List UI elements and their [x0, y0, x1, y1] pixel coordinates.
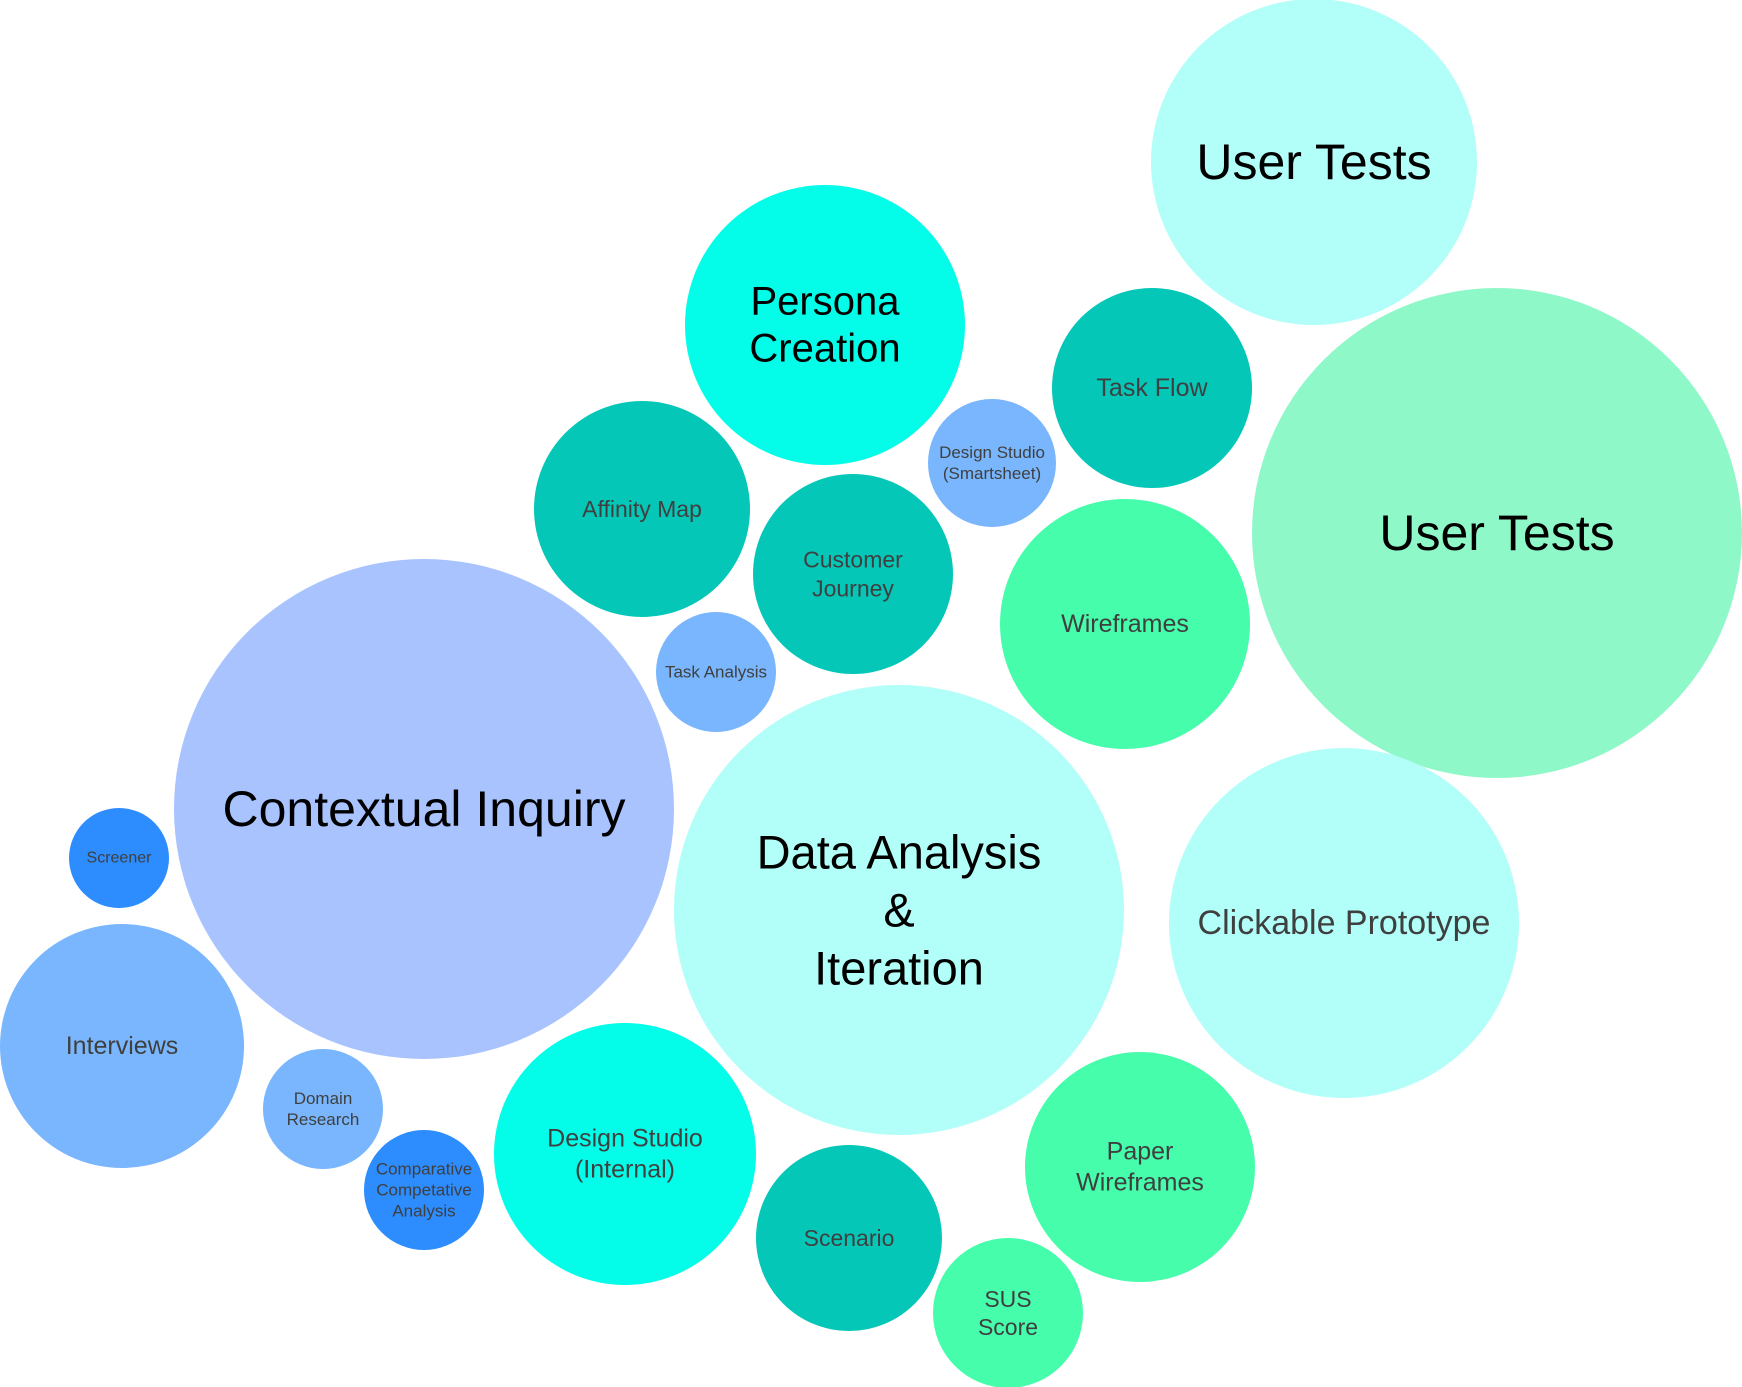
bubble-interviews: Interviews — [0, 924, 244, 1168]
bubble-circle-user-tests-large — [1252, 288, 1742, 778]
bubble-label-data-analysis-iteration: Iteration — [814, 942, 984, 995]
bubble-label-sus-score: SUS — [984, 1286, 1031, 1312]
bubble-circle-paper-wireframes — [1025, 1052, 1255, 1282]
bubble-task-analysis: Task Analysis — [656, 612, 776, 732]
bubble-circle-design-studio-internal — [494, 1023, 756, 1285]
bubble-label-comparative-competative-analysis: Competative — [376, 1181, 471, 1200]
bubble-circle-screener — [69, 808, 169, 908]
bubble-label-persona-creation: Creation — [749, 327, 900, 371]
bubble-user-tests-top: User Tests — [1151, 0, 1477, 325]
bubble-wireframes: Wireframes — [1000, 499, 1250, 749]
bubble-label-contextual-inquiry: Contextual Inquiry — [222, 781, 625, 837]
bubble-label-wireframes: Wireframes — [1061, 610, 1189, 638]
bubble-label-task-analysis: Task Analysis — [665, 663, 767, 682]
bubble-scenario: Scenario — [756, 1145, 942, 1331]
bubble-clickable-prototype: Clickable Prototype — [1169, 748, 1519, 1098]
bubble-circle-affinity-map — [534, 401, 750, 617]
bubble-circle-scenario — [756, 1145, 942, 1331]
bubble-label-domain-research: Research — [287, 1110, 360, 1129]
bubble-label-domain-research: Domain — [294, 1089, 353, 1108]
bubble-label-comparative-competative-analysis: Comparative — [376, 1160, 472, 1179]
bubble-circle-design-studio-smartsheet — [928, 399, 1056, 527]
bubble-circle-domain-research — [263, 1049, 383, 1169]
bubble-label-user-tests-top: User Tests — [1196, 134, 1431, 190]
bubble-circle-clickable-prototype — [1169, 748, 1519, 1098]
bubble-affinity-map: Affinity Map — [534, 401, 750, 617]
bubble-circle-wireframes — [1000, 499, 1250, 749]
bubble-design-studio-smartsheet: Design Studio (Smartsheet) — [928, 399, 1056, 527]
bubble-label-clickable-prototype: Clickable Prototype — [1198, 904, 1491, 942]
bubble-label-persona-creation: Persona — [751, 280, 901, 324]
bubble-task-flow: Task Flow — [1052, 288, 1252, 488]
bubble-circle-persona-creation — [685, 185, 965, 465]
bubble-circle-task-flow — [1052, 288, 1252, 488]
bubble-circle-data-analysis-iteration — [674, 685, 1124, 1135]
bubble-label-customer-journey: Journey — [812, 576, 894, 602]
bubble-label-sus-score: Score — [978, 1314, 1038, 1340]
bubble-circle-task-analysis — [656, 612, 776, 732]
bubble-label-comparative-competative-analysis: Analysis — [392, 1202, 455, 1221]
bubble-circle-user-tests-top — [1151, 0, 1477, 325]
bubble-label-affinity-map: Affinity Map — [582, 496, 702, 522]
bubble-label-interviews: Interviews — [66, 1032, 179, 1060]
bubble-screener: Screener — [69, 808, 169, 908]
bubble-label-customer-journey: Customer — [803, 547, 903, 573]
bubble-design-studio-internal: Design Studio (Internal) — [494, 1023, 756, 1285]
bubble-label-scenario: Scenario — [804, 1225, 895, 1251]
bubble-circle-comparative-competative-analysis — [364, 1130, 484, 1250]
bubble-label-paper-wireframes: Wireframes — [1076, 1169, 1204, 1197]
bubble-contextual-inquiry: Contextual Inquiry — [174, 559, 674, 1059]
bubble-circle-customer-journey — [753, 474, 953, 674]
bubble-circle-interviews — [0, 924, 244, 1168]
bubble-label-data-analysis-iteration: Data Analysis — [757, 826, 1042, 879]
bubble-data-analysis-iteration: Data Analysis&Iteration — [674, 685, 1124, 1135]
bubble-label-data-analysis-iteration: & — [883, 884, 914, 937]
bubble-label-design-studio-smartsheet: Design Studio — [939, 443, 1045, 462]
bubble-label-screener: Screener — [87, 850, 153, 867]
bubble-label-task-flow: Task Flow — [1096, 374, 1208, 402]
bubble-label-design-studio-internal: (Internal) — [575, 1156, 675, 1184]
bubble-label-paper-wireframes: Paper — [1107, 1138, 1174, 1166]
bubble-user-tests-large: User Tests — [1252, 288, 1742, 778]
bubble-circle-sus-score — [933, 1238, 1083, 1387]
bubble-label-design-studio-smartsheet: (Smartsheet) — [943, 464, 1041, 483]
bubble-label-design-studio-internal: Design Studio — [547, 1125, 703, 1153]
bubble-label-user-tests-large: User Tests — [1379, 505, 1614, 561]
bubble-circle-contextual-inquiry — [174, 559, 674, 1059]
